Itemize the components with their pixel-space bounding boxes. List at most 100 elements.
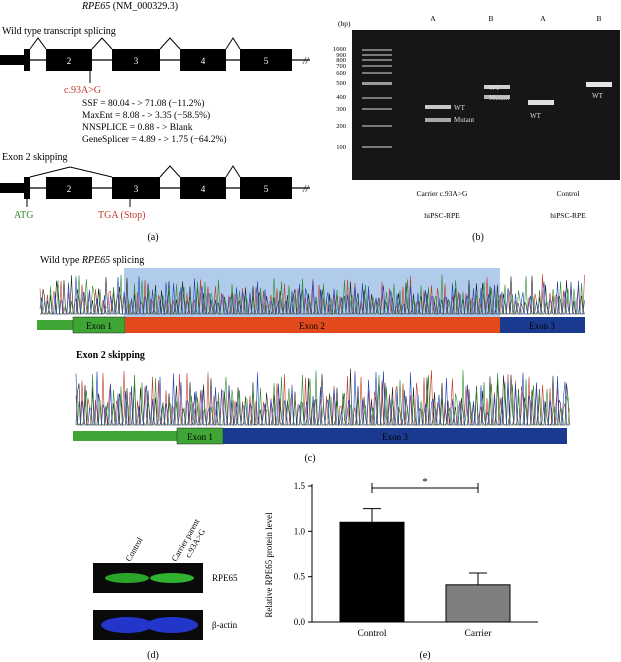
ladder-label: 200 [336,123,346,130]
skipping-title: Exon 2 skipping [2,152,68,163]
gel-image [352,30,620,180]
gel-band [425,118,451,122]
significance-star: * [422,476,428,488]
seq-bar-exon1-utr [37,320,73,330]
score-line: NNSPLICE = 0.88 - > Blank [82,123,193,133]
exon-label: 5 [264,184,269,194]
ladder-label: 500 [336,80,346,87]
band-label: WT [592,92,604,100]
splice-arc [159,165,181,178]
break-mark: // [302,184,310,195]
y-tick-label: 0.0 [294,617,306,627]
stop-label: TGA (Stop) [98,210,146,221]
gel-band [484,95,510,99]
chromatogram-trace [40,274,585,315]
ladder [362,49,392,148]
ladder-label: 600 [336,70,346,77]
exon-bar-label: Exon 3 [529,321,555,331]
panel-label-b: (b) [472,232,484,243]
cell-label: hiPSC-RPE [424,211,460,220]
lane-label-control: Control [123,535,145,563]
x-tick-label: Carrier [465,629,493,639]
x-tick-label: Control [357,629,386,639]
ladder-labels: 1000 900 800 700 600 500 400 300 200 100 [333,46,346,151]
splice-arc [225,37,241,50]
band-label: WT [530,112,542,120]
bar [339,521,405,623]
band-label: WT [454,104,466,112]
panel-e-chart: Relative RPE65 protein level (e) 0.00.51… [264,476,538,661]
exon-bar-label: Exon 1 [86,321,112,331]
skip-arc [29,166,113,178]
exon-5 [240,177,292,199]
wt-splicing-title: Wild type transcript splicing [2,26,116,37]
exon-4 [180,177,226,199]
y-tick-label: 1.5 [294,481,306,491]
seq-bar-exon1-utr [73,431,177,441]
blot-band [146,617,198,633]
panel-label-e: (e) [419,650,430,661]
seq-bar-exon3 [500,317,585,333]
exon-bar-label: Exon 1 [187,432,213,442]
chromatogram-trace [75,371,570,426]
panel-label-d: (d) [147,650,159,661]
exon-1 [24,49,30,71]
lane-label: A [430,14,436,23]
bp-unit: (bp) [338,19,351,28]
lane-label-carrier: Carrier parentc.93A>G [169,516,210,568]
panel-a: RPE65 (NM_000329.3) Wild type transcript… [0,1,310,243]
panel-b: (bp) A B A B 1000 900 800 700 600 500 40… [333,14,620,243]
splice-arc [29,37,47,50]
exon-label: 2 [67,56,72,66]
exon-bar-label: Exon 3 [382,432,408,442]
exon-bar-label: Exon 2 [299,321,325,331]
score-line: MaxEnt = 8.08 - > 3.35 (−58.5%) [82,110,210,121]
exon-4 [180,49,226,71]
blot-band [105,573,149,583]
band-label: WT [489,84,501,92]
atg-label: ATG [14,210,33,221]
seq-bar-exon2 [125,317,500,333]
blot-band [150,573,194,583]
band-labels: WT Mutant WT Mutant WT WT [454,84,604,124]
ladder-label: 100 [336,144,346,151]
exon-label: 2 [67,184,72,194]
exon-label: 4 [201,56,206,66]
exon-3 [112,177,160,199]
splice-arc [225,165,241,178]
exon-3 [112,49,160,71]
ladder-label: 800 [336,57,346,64]
chromatogram-trace [75,370,570,426]
lane-label: A [540,14,546,23]
band-label: Mutant [489,94,509,102]
gel-band [425,105,451,109]
skip-seq-title: Exon 2 skipping [76,350,145,361]
panel-d: Control Carrier parentc.93A>G RPE65 β-ac… [93,516,238,661]
gene-title: RPE65 (NM_000329.3) [81,1,178,12]
panel-c: Wild type RPE65 splicing Exon 1 Exon 2 E… [37,255,585,464]
wt-seq-title: Wild type RPE65 splicing [40,255,144,266]
exon-2 [46,177,92,199]
lane-label: B [488,14,493,23]
break-mark: // [302,56,310,67]
seq-bar-exon3 [223,428,567,444]
band-label: Mutant [454,116,474,124]
bar [445,584,511,623]
group-label-carrier: Carrier c.93A>G [417,189,468,198]
blot-row-label: β-actin [212,620,238,630]
exon-1 [24,177,30,199]
splice-arc [159,37,181,50]
panel-label-a: (a) [147,232,158,243]
ladder-label: 300 [336,106,346,113]
y-axis-label: Relative RPE65 protein level [264,512,274,618]
panel-label-c: (c) [304,453,315,464]
exon-2 [46,49,92,71]
exon-1-utr [0,183,24,193]
exon-5 [240,49,292,71]
ladder-label: 400 [336,94,346,101]
exon-label: 4 [201,184,206,194]
exon-label: 3 [134,56,139,66]
exon-1-utr [0,55,24,65]
score-line: SSF = 80.04 - > 71.08 (−11.2%) [82,98,205,109]
